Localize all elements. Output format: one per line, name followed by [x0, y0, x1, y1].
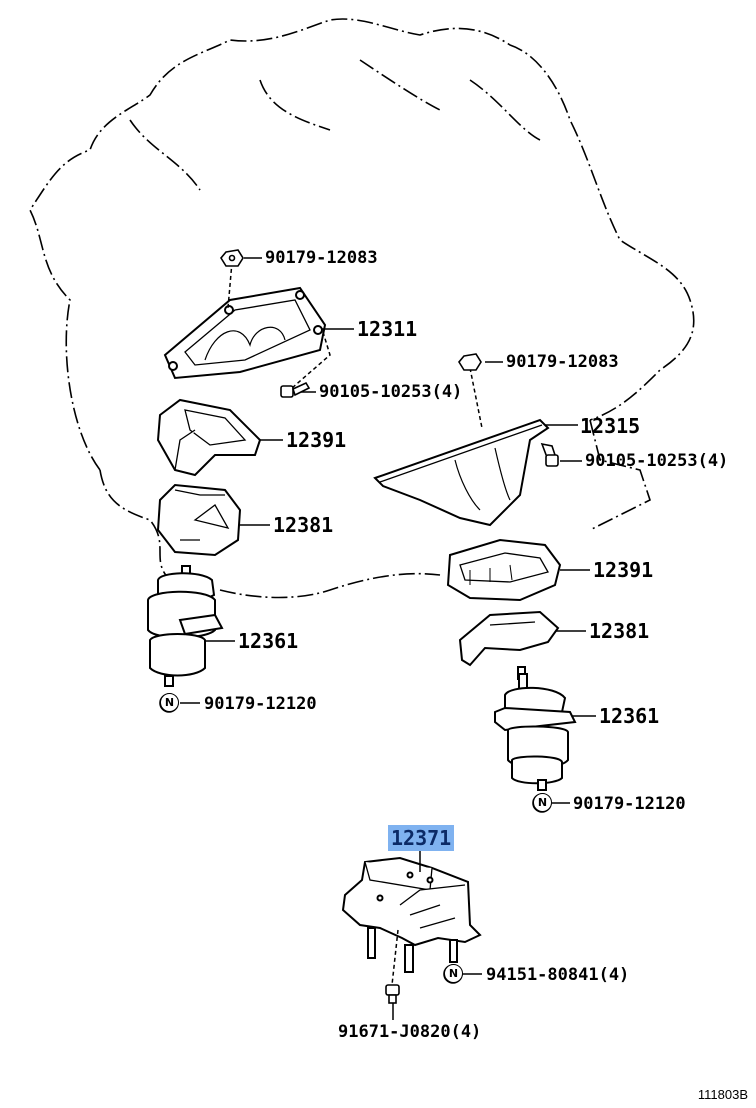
bolt-90105-10253-left — [280, 381, 311, 398]
bolt-91671-J0820 — [385, 984, 400, 1004]
leader-lines-left — [180, 257, 354, 704]
stopper-12391-left — [156, 398, 262, 477]
label-mount-12361-right: 12361 — [599, 704, 660, 728]
label-nut-90179-12120-right: 90179-12120 — [573, 794, 686, 814]
label-bolt-90105-10253-left: 90105-10253(4) — [319, 382, 463, 402]
label-nut-90179-12120-left: 90179-12120 — [204, 694, 317, 714]
rear-mount-12371 — [341, 856, 482, 973]
insulator-12381-right — [458, 610, 560, 680]
label-nut-90179-12083-left: 90179-12083 — [265, 248, 378, 268]
n-mark-left: N — [160, 693, 179, 712]
label-bracket-12311: 12311 — [357, 317, 418, 341]
label-rear-mount-12371[interactable]: 12371 — [388, 825, 455, 851]
bolt-90105-10253-right — [540, 442, 559, 467]
label-stopper-12391-left: 12391 — [286, 428, 347, 452]
label-bolt-90105-10253-right: 90105-10253(4) — [585, 451, 729, 471]
engine-outline — [29, 18, 695, 599]
diagram-id-code: 111803B — [697, 1087, 748, 1102]
label-mount-12361-left: 12361 — [238, 629, 299, 653]
bracket-12311 — [163, 286, 327, 380]
label-insulator-12381-left: 12381 — [273, 513, 334, 537]
n-mark-rear: N — [444, 964, 463, 983]
mount-12361-left — [147, 565, 224, 687]
insulator-12381-left — [156, 483, 242, 557]
label-bolt-91671-J0820: 91671-J0820(4) — [338, 1022, 482, 1042]
nut-90179-12083-right — [458, 353, 482, 371]
n-mark-right: N — [533, 793, 552, 812]
label-bracket-12315: 12315 — [580, 414, 641, 438]
label-nut-90179-12083-right: 90179-12083 — [506, 352, 619, 372]
label-stopper-12391-right: 12391 — [593, 558, 654, 582]
nut-90179-12083-left — [220, 249, 244, 267]
label-insulator-12381-right: 12381 — [589, 619, 650, 643]
label-nut-94151-80841: 94151-80841(4) — [486, 965, 630, 985]
mount-12361-right — [494, 673, 577, 791]
stopper-12391-right — [446, 538, 562, 602]
bracket-12315 — [373, 418, 550, 527]
